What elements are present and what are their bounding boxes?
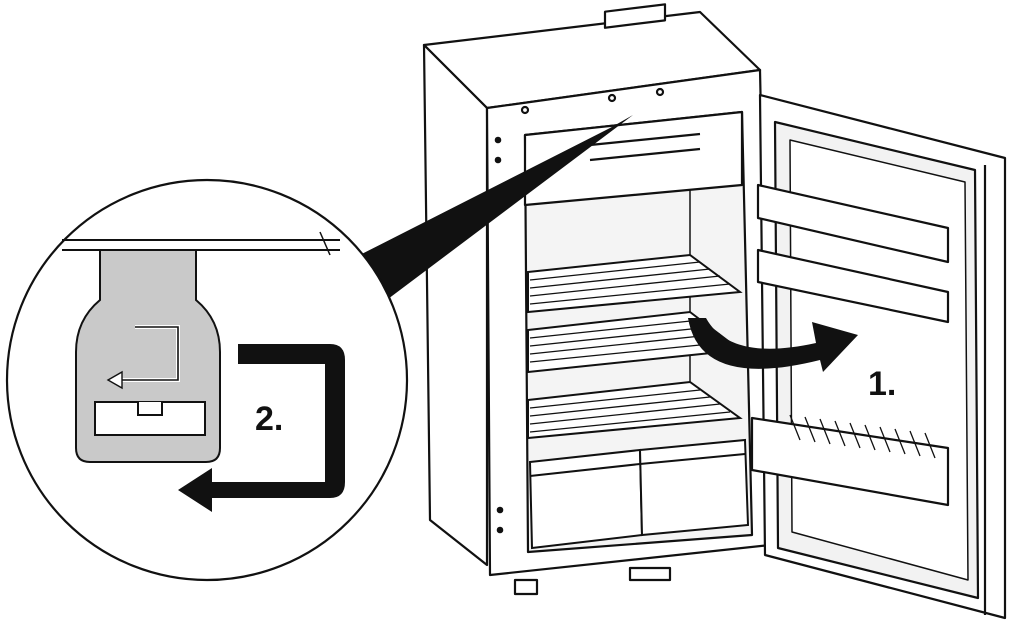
wire-shelves [527,253,743,440]
magnified-detail-circle [5,178,409,582]
door-bin-top [756,183,950,264]
bent-arrow-icon [178,344,345,512]
step-1-label: 1. [868,365,896,403]
step-2-label: 2. [255,400,283,438]
door-bin-ribs [789,414,936,459]
curved-arrow-icon [688,318,858,372]
callout-pointer [340,115,633,305]
crisper-drawers [528,438,750,550]
wire-shelf-bottom [527,380,743,440]
step-1-badge: 1. [859,356,911,408]
wire-shelf-top [527,253,743,314]
crisper-drawer-right [638,438,750,537]
door-bin-bottom [750,416,950,507]
door-bin-middle [756,248,950,324]
